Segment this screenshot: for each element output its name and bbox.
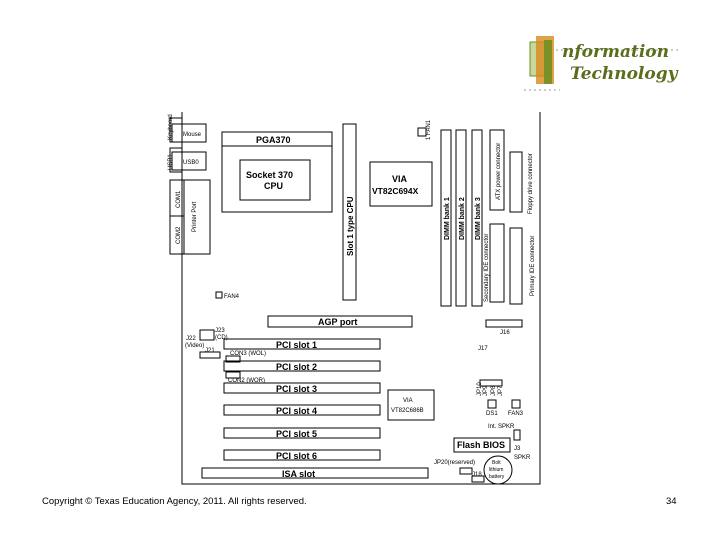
dimm-bank-2-label: DIMM bank 2 — [459, 197, 466, 240]
primary-ide-connector — [509, 227, 523, 305]
pci-slot-2 — [223, 360, 381, 372]
dimm-bank-1-label: DIMM bank 1 — [444, 197, 451, 240]
secondary-ide-label: Secondary IDE connector — [484, 234, 490, 302]
pci-slot-3-label: PCI slot 3 — [276, 384, 317, 394]
agp-port — [267, 315, 413, 328]
battery-label-2: lithium — [489, 467, 503, 473]
j18-label: J18 — [472, 472, 482, 478]
jp8-label: JP8 — [491, 385, 497, 396]
board-outline — [181, 112, 541, 485]
pci-slot-4 — [223, 404, 381, 416]
con3-label: CON3 (WOL) — [230, 351, 266, 357]
via-south-label-1: VIA — [403, 398, 413, 404]
socket-label-1: Socket 370 — [246, 170, 293, 180]
via-north-chip — [369, 161, 433, 207]
fan4-label: FAN4 — [224, 294, 240, 300]
j16-label: J16 — [500, 330, 510, 336]
fan1-label: 1 FAN1 — [426, 119, 432, 140]
pci-slot-6 — [223, 449, 381, 461]
pga370-label: PGA370 — [256, 135, 291, 145]
pci-slot-1 — [223, 338, 381, 350]
keyboard-label: Keyboard — [168, 114, 174, 140]
information-technology-logo: nformation Technology — [520, 30, 690, 100]
flash-bios — [453, 437, 511, 453]
battery-label-3: battery — [489, 474, 505, 480]
fan3-label: FAN3 — [508, 411, 524, 417]
cd-label: (CD) — [215, 335, 228, 341]
pci-slot-5-label: PCI slot 5 — [276, 429, 317, 439]
slot1-label: Slot 1 type CPU — [346, 196, 355, 256]
copyright-text: Copyright © Texas Education Agency, 2011… — [42, 496, 307, 507]
printer-port-label: Printer Port — [192, 201, 198, 232]
floppy-label: Floppy drive connector — [528, 153, 534, 214]
lithium-battery — [483, 455, 513, 485]
socket-370-cpu — [239, 159, 311, 201]
pci-slot-3 — [223, 382, 381, 394]
usb1-port — [169, 147, 183, 173]
pci-slot-6-label: PCI slot 6 — [276, 451, 317, 461]
dimm-bank-3-label: DIMM bank 3 — [475, 197, 482, 240]
dimm-bank-3 — [471, 129, 483, 307]
usb0-label: USB0 — [183, 160, 199, 166]
j21-label: J21 — [205, 348, 215, 354]
secondary-ide-connector — [489, 223, 505, 303]
via-south-label-2: VT82C686B — [391, 408, 424, 414]
battery-label-1: Bolt — [492, 460, 501, 466]
pci-slot-4-label: PCI slot 4 — [276, 406, 317, 416]
atx-power-connector — [489, 129, 505, 211]
jp20-label: JP20(reserved) — [434, 460, 475, 466]
jp9-label: JP9 — [483, 385, 489, 396]
spkr-label: SPKR — [514, 455, 531, 461]
j23-label: J23 — [215, 328, 225, 334]
dimm-bank-1 — [440, 129, 452, 307]
jp10-label: JP10 — [477, 382, 483, 396]
atx-label: ATX power connector — [496, 143, 502, 200]
j22-label: J22 — [186, 336, 196, 342]
logo-line-2: Technology — [570, 64, 678, 84]
isa-label: ISA slot — [282, 469, 315, 479]
socket-label-2: CPU — [264, 181, 283, 191]
usb0-port — [171, 151, 207, 171]
con2-label: CON2 (WOR) — [228, 378, 265, 384]
jp7-label: JP7 — [498, 385, 504, 396]
video-label: (Video) — [185, 343, 204, 349]
floppy-connector — [509, 151, 523, 213]
pga370-socket — [221, 131, 333, 213]
j17-label: J17 — [478, 346, 488, 352]
mouse-label: Mouse — [183, 132, 202, 138]
logo-line-1: nformation — [562, 42, 669, 62]
serial-printer-ports — [169, 179, 211, 255]
primary-ide-label: Primary IDE connector — [530, 236, 536, 296]
usb1-label: USB1 — [168, 154, 174, 170]
com1-label: COM1 — [176, 190, 182, 208]
ds1-label: DS1 — [486, 411, 498, 417]
isa-slot — [201, 467, 429, 479]
pci-slot-5 — [223, 427, 381, 439]
pci-slot-2-label: PCI slot 2 — [276, 362, 317, 372]
via-north-label-1: VIA — [392, 174, 408, 184]
agp-label: AGP port — [318, 317, 357, 327]
via-south-chip — [387, 389, 435, 421]
mouse-port — [171, 123, 207, 143]
com2-label: COM2 — [176, 226, 182, 244]
pci-slot-1-label: PCI slot 1 — [276, 340, 317, 350]
dimm-bank-2 — [455, 129, 467, 307]
j3-label: J3 — [514, 446, 521, 452]
slot1-cpu — [342, 123, 357, 301]
page-number: 34 — [666, 496, 677, 507]
flash-bios-label: Flash BIOS — [457, 440, 505, 450]
logo-graphic-icon — [524, 36, 680, 91]
via-north-label-2: VT82C694X — [372, 186, 419, 196]
int-spkr-label: Int. SPKR — [488, 424, 515, 430]
